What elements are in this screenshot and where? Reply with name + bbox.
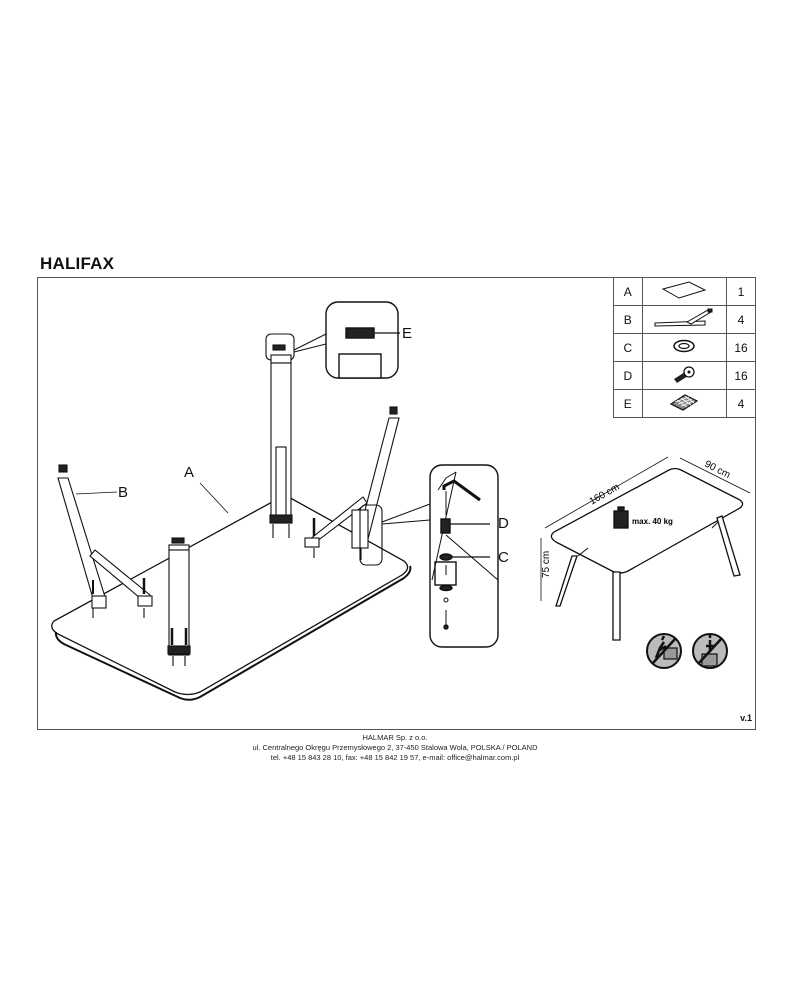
part-qty: 1 <box>726 277 756 306</box>
part-letter: D <box>613 361 643 390</box>
callout-b: B <box>118 484 129 501</box>
company-contact: tel. +48 15 843 28 10, fax: +48 15 842 1… <box>270 753 520 762</box>
parts-row: B 4 <box>613 305 756 334</box>
footer: HALMAR Sp. z o.o. ul. Centralnego Okręgu… <box>0 733 790 763</box>
dim-height: 75 cm <box>541 551 552 578</box>
callout-c: C <box>498 549 509 566</box>
parts-row: E 4 <box>613 389 756 418</box>
part-qty: 4 <box>726 389 756 418</box>
part-letter: A <box>613 277 643 306</box>
part-letter: C <box>613 333 643 362</box>
bolt-detail <box>381 464 499 648</box>
felt-pad-detail <box>293 301 400 379</box>
parts-row: D 16 <box>613 361 756 390</box>
part-qty: 16 <box>726 361 756 390</box>
no-climbing-icon <box>646 633 682 669</box>
bolt-icon <box>641 361 728 390</box>
dim-width: 90 cm <box>703 459 732 481</box>
parts-table: A 1 B 4 C 16 D 16 E 4 <box>613 277 756 418</box>
leg-B-right <box>304 406 400 566</box>
instruction-frame <box>37 277 756 730</box>
product-title: HALIFAX <box>40 254 115 273</box>
company-name: HALMAR Sp. z o.o. <box>362 733 428 742</box>
part-qty: 4 <box>726 305 756 334</box>
felt-pad-icon <box>641 389 728 418</box>
assembled-table <box>540 456 751 641</box>
tabletop-icon <box>641 277 728 306</box>
version-label: v.1 <box>740 713 752 723</box>
part-letter: E <box>613 389 643 418</box>
part-letter: B <box>613 305 643 334</box>
parts-row: C 16 <box>613 333 756 362</box>
washer-icon <box>641 333 728 362</box>
callout-a: A <box>184 464 195 481</box>
callout-e: E <box>402 325 413 342</box>
leg-B-back <box>265 333 295 538</box>
leg-B-left <box>57 464 153 618</box>
leg-B-center <box>167 537 191 666</box>
max-load-label: max. 40 kg <box>632 517 673 526</box>
part-qty: 16 <box>726 333 756 362</box>
leg-frame-icon <box>641 305 728 334</box>
callout-d: D <box>498 515 509 532</box>
parts-row: A 1 <box>613 277 756 306</box>
no-standing-icon <box>692 633 728 669</box>
company-address: ul. Centralnego Okręgu Przemysłowego 2, … <box>252 743 538 752</box>
